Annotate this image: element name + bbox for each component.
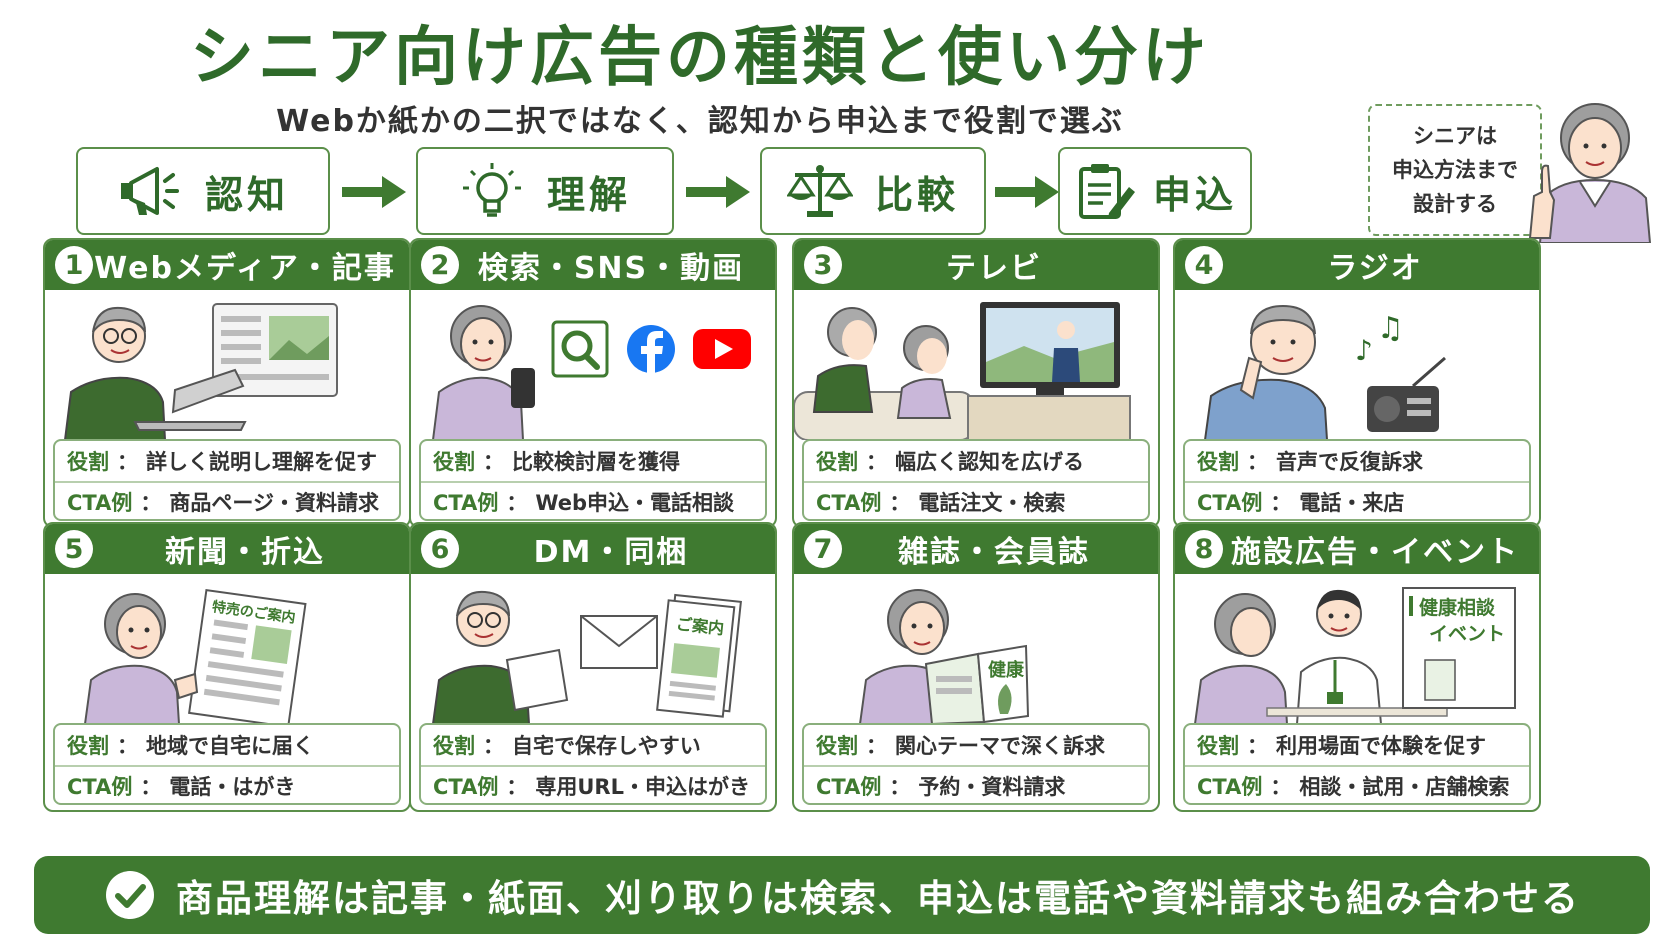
card-title: ラジオ: [1327, 251, 1423, 286]
svg-text:♫: ♫: [1377, 311, 1404, 346]
facility-consultation-illustration: 健康相談 イベント: [1193, 587, 1516, 724]
role-text: 関心テーマで深く訴求: [895, 734, 1105, 758]
flow-step-awareness: 認知: [76, 147, 330, 235]
web-article-illustration: [63, 303, 338, 440]
senior-woman-pointing-illustration: [1528, 103, 1652, 243]
card-title: DM・同梱: [533, 535, 689, 570]
direct-mail-illustration: ご案内: [431, 590, 742, 724]
card-header: 8 施設広告・イベント: [1175, 524, 1539, 574]
arrow-right-icon: [995, 176, 1059, 208]
card-number: 2: [421, 246, 459, 284]
media-card-magazine: 7 雑誌・会員誌 健康 役割：関心テーマで深く訴求 CTA例：予約・資料請求: [792, 522, 1160, 812]
card-info: 役割：地域で自宅に届く CTA例：電話・はがき: [53, 723, 401, 805]
summary-text: 商品理解は記事・紙面、刈り取りは検索、申込は電話や資料請求も組み合わせる: [176, 877, 1580, 920]
lightbulb-icon: [462, 163, 521, 217]
card-title: 雑誌・会員誌: [898, 535, 1090, 570]
role-text: 地域で自宅に届く: [146, 734, 314, 758]
dm-text: ご案内: [675, 614, 725, 638]
media-card-web: 1 Webメディア・記事 役割：詳しく説明し理解を促す CTA例：商品ページ・資…: [43, 238, 411, 528]
card-info: 役割：比較検討層を獲得 CTA例：Web申込・電話相談: [419, 439, 767, 521]
card-header: 7 雑誌・会員誌: [794, 524, 1158, 574]
check-circle-icon: [106, 871, 154, 919]
card-number: 6: [421, 530, 459, 568]
media-card-radio: 4 ラジオ ♪ ♫ 役割：音声で反復訴求 CTA例：電話・来店: [1173, 238, 1541, 528]
card-title: 新聞・折込: [165, 535, 325, 570]
role-text: 比較検討層を獲得: [512, 450, 680, 474]
note-line: シニアは: [1413, 124, 1497, 148]
clipboard-pen-icon: [1078, 164, 1135, 219]
card-number: 8: [1185, 530, 1223, 568]
cta-text: 予約・資料請求: [918, 775, 1066, 799]
card-info: 役割：音声で反復訴求 CTA例：電話・来店: [1183, 439, 1531, 521]
flow-step-comparison: 比較: [760, 147, 986, 235]
scale-icon: [786, 165, 853, 217]
flow-step-label: 比較: [874, 172, 959, 217]
magazine-reading-illustration: 健康: [858, 589, 1030, 724]
arrow-right-icon: [686, 176, 750, 208]
role-text: 音声で反復訴求: [1276, 450, 1423, 474]
card-title: Webメディア・記事: [94, 251, 396, 286]
card-title: 検索・SNS・動画: [477, 251, 745, 286]
megaphone-icon: [120, 167, 179, 215]
magazine-text: 健康: [988, 659, 1025, 681]
media-card-newspaper: 5 新聞・折込 特売のご案内 役割：地域で自宅に届く CTA例：電話・はがき: [43, 522, 411, 812]
role-text: 詳しく説明し理解を促す: [146, 450, 377, 474]
cta-text: Web申込・電話相談: [535, 491, 735, 515]
role-text: 幅広く認知を広げる: [895, 450, 1084, 474]
flow-step-application: 申込: [1058, 147, 1252, 235]
role-text: 自宅で保存しやすい: [512, 734, 701, 758]
role-text: 利用場面で体験を促す: [1276, 734, 1486, 758]
card-number: 4: [1185, 246, 1223, 284]
page-title: シニア向け広告の種類と使い分け: [190, 21, 1210, 95]
event-board-text: イベント: [1429, 623, 1505, 645]
card-header: 1 Webメディア・記事: [45, 240, 409, 290]
card-header: 6 DM・同梱: [411, 524, 775, 574]
cta-text: 専用URL・申込はがき: [535, 775, 750, 799]
card-number: 1: [55, 246, 93, 284]
note-line: 設計する: [1413, 192, 1497, 216]
flow-step-label: 理解: [546, 172, 631, 217]
arrow-right-icon: [342, 176, 406, 208]
cta-text: 電話・はがき: [169, 775, 296, 799]
cta-text: 商品ページ・資料請求: [169, 491, 379, 515]
note-callout: シニアは 申込方法まで 設計する: [1368, 104, 1542, 236]
flow-step-understanding: 理解: [416, 147, 674, 235]
newspaper-insert-illustration: 特売のご案内: [83, 588, 307, 724]
card-header: 3 テレビ: [794, 240, 1158, 290]
card-header: 4 ラジオ: [1175, 240, 1539, 290]
media-card-search-sns-video: 2 検索・SNS・動画 役割：比較検討層を獲得 CTA例：Web申込・電話相談: [409, 238, 777, 528]
card-number: 5: [55, 530, 93, 568]
summary-banner: 商品理解は記事・紙面、刈り取りは検索、申込は電話や資料請求も組み合わせる: [34, 856, 1650, 934]
card-info: 役割：幅広く認知を広げる CTA例：電話注文・検索: [802, 439, 1150, 521]
cta-text: 電話注文・検索: [918, 491, 1066, 515]
cta-text: 電話・来店: [1299, 491, 1405, 515]
card-header: 2 検索・SNS・動画: [411, 240, 775, 290]
page-subtitle: Webか紙かの二択ではなく、認知から申込まで役割で選ぶ: [276, 104, 1124, 139]
media-card-tv: 3 テレビ 役割：幅広く認知を広げる CTA例：電話注文・検索: [792, 238, 1160, 528]
card-title: テレビ: [946, 251, 1042, 286]
media-card-dm: 6 DM・同梱 ご案内 役割：自宅で保存しやすい CTA例：専用URL・申込はが…: [409, 522, 777, 812]
card-info: 役割：詳しく説明し理解を促す CTA例：商品ページ・資料請求: [53, 439, 401, 521]
flow-step-label: 認知: [204, 172, 289, 217]
svg-text:♪: ♪: [1355, 334, 1373, 367]
card-number: 3: [804, 246, 842, 284]
flow-step-label: 申込: [1152, 172, 1237, 217]
search-sns-illustration: [431, 305, 751, 440]
card-title: 施設広告・イベント: [1231, 535, 1519, 570]
event-board-text: 健康相談: [1419, 596, 1496, 619]
media-card-facility-event: 8 施設広告・イベント 健康相談 イベント 役割：利用場面で体験を促す CTA例…: [1173, 522, 1541, 812]
radio-listening-illustration: ♪ ♫: [1203, 304, 1446, 440]
card-header: 5 新聞・折込: [45, 524, 409, 574]
tv-viewing-illustration: [794, 302, 1131, 440]
card-number: 7: [804, 530, 842, 568]
card-info: 役割：自宅で保存しやすい CTA例：専用URL・申込はがき: [419, 723, 767, 805]
card-info: 役割：利用場面で体験を促す CTA例：相談・試用・店舗検索: [1183, 723, 1531, 805]
cta-text: 相談・試用・店舗検索: [1299, 775, 1510, 799]
note-line: 申込方法まで: [1392, 158, 1518, 182]
card-info: 役割：関心テーマで深く訴求 CTA例：予約・資料請求: [802, 723, 1150, 805]
